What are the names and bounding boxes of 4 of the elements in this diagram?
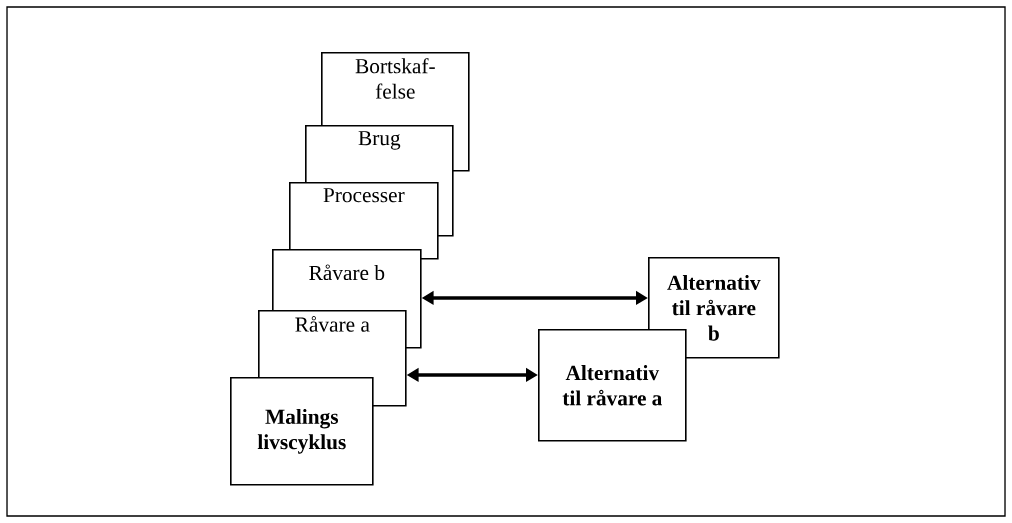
process-box: Processer bbox=[289, 182, 439, 260]
process-box: Alternativ til råvare a bbox=[538, 329, 687, 442]
process-box: Alternativ til råvare b bbox=[648, 257, 780, 359]
process-box: Malings livscyklus bbox=[230, 377, 374, 486]
